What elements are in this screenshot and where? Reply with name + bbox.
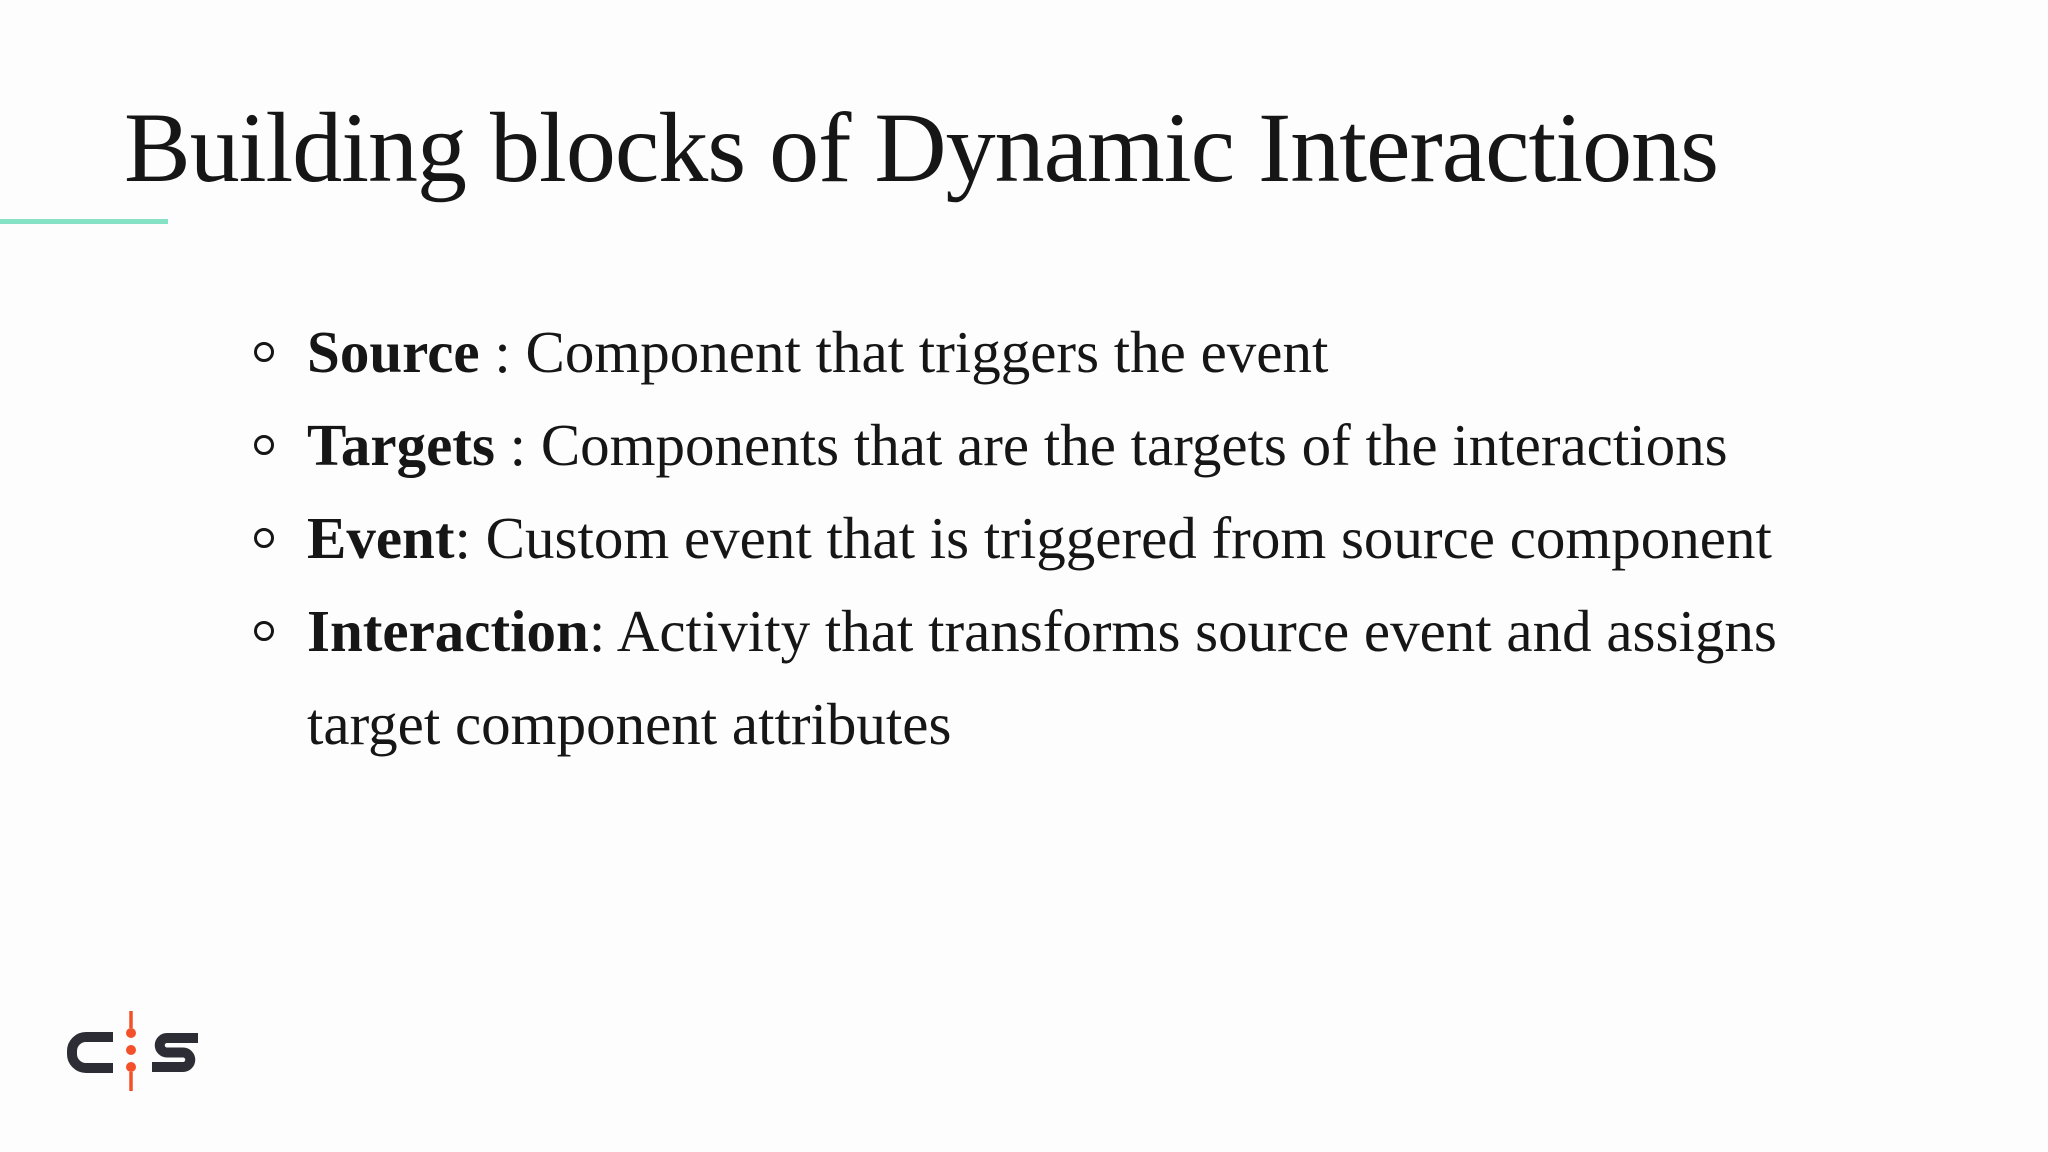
- logo-dots-icon: [126, 1011, 136, 1091]
- title-accent-rule: [0, 219, 168, 224]
- circle-bullet-icon: [254, 435, 274, 455]
- bullet-list: Source : Component that triggers the eve…: [254, 306, 1987, 771]
- bullet-text: : Custom event that is triggered from so…: [454, 505, 1772, 571]
- bullet-term: Source: [307, 319, 480, 385]
- company-logo-graphic: [67, 1011, 198, 1091]
- bullet-text: : Activity that transforms source event …: [588, 598, 1777, 664]
- bullet-item-source: Source : Component that triggers the eve…: [254, 306, 1987, 399]
- bullet-item-interaction: Interaction: Activity that transforms so…: [254, 585, 1987, 771]
- circle-bullet-icon: [254, 342, 274, 362]
- bullet-item-targets: Targets : Components that are the target…: [254, 399, 1987, 492]
- bullet-term: Event: [307, 505, 455, 571]
- slide-title: Building blocks of Dynamic Interactions: [124, 92, 1719, 203]
- bullet-text: : Components that are the targets of the…: [494, 412, 1728, 478]
- bullet-term: Targets: [307, 412, 495, 478]
- logo-letter-s: [152, 1033, 198, 1072]
- bullet-text: : Component that triggers the event: [479, 319, 1329, 385]
- company-logo: [60, 1005, 205, 1100]
- bullet-term: Interaction: [307, 598, 589, 664]
- bullet-text-continuation: target component attributes: [307, 691, 952, 757]
- circle-bullet-icon: [254, 528, 274, 548]
- bullet-item-event: Event: Custom event that is triggered fr…: [254, 492, 1987, 585]
- logo-letter-c: [67, 1032, 113, 1073]
- circle-bullet-icon: [254, 621, 274, 641]
